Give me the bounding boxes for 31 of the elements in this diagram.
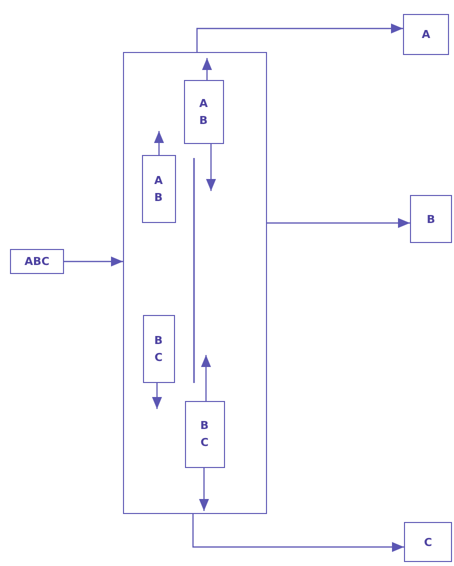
arrow [154,131,164,155]
box-label: C [424,536,432,548]
process-box [184,80,224,144]
process-box [184,400,224,468]
box-label: C [154,352,163,362]
arrow [196,24,403,52]
box-label: C [200,437,209,448]
box-label: B [199,114,208,126]
process-box [410,195,452,243]
arrow [267,218,410,228]
box-label: B [200,420,209,431]
arrow [202,58,212,80]
arrow [64,256,123,266]
box-label: A [422,29,430,40]
arrow [192,514,404,552]
box-label: A [199,98,208,108]
process-box [142,314,174,382]
arrow [201,355,211,401]
box-label: ABC [24,256,50,267]
process-box [403,14,449,55]
container-box [123,52,267,514]
box-label: A [154,174,163,186]
box-label: B [154,192,163,202]
arrow [152,383,162,409]
process-box [10,249,64,274]
process-box [142,154,176,222]
arrow [199,468,209,511]
arrow [206,144,216,191]
box-label: B [154,334,163,346]
process-box [404,522,452,562]
box-label: B [426,214,436,224]
